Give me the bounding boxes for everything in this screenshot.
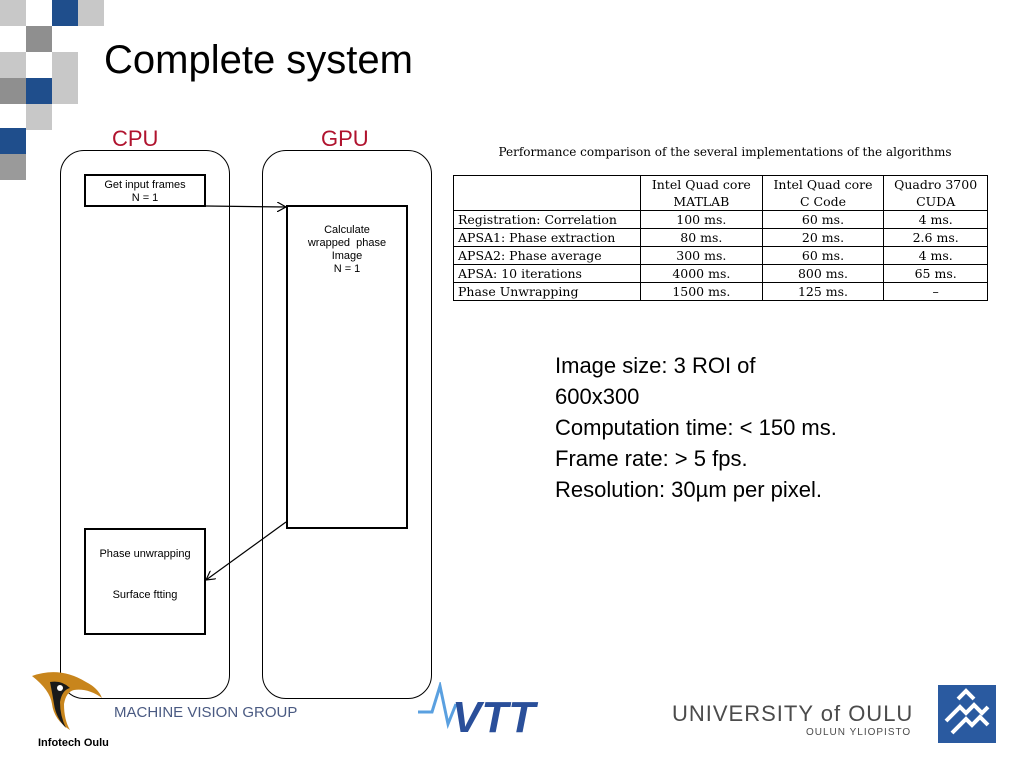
header-line: MATLAB (673, 194, 730, 209)
spec-line: 600x300 (555, 384, 640, 409)
get-input-n-label: N = 1 (131, 192, 159, 204)
table-cell: 80 ms. (640, 228, 763, 247)
calculate-n-label: N = 1 (333, 263, 361, 275)
phase-unwrapping-label: Phase unwrapping (99, 548, 191, 560)
spec-line: Computation time: < 150 ms. (555, 415, 837, 440)
phase-unwrapping-box: Phase unwrapping Surface ftting (84, 528, 206, 635)
cpu-column (60, 150, 230, 699)
table-cell: APSA2: Phase average (453, 246, 641, 265)
table-cell: 65 ms. (883, 264, 988, 283)
table-cell: 4000 ms. (640, 264, 763, 283)
header-line: CUDA (916, 194, 956, 209)
infotech-oulu-logo (32, 672, 102, 730)
header-line: Quadro 3700 (894, 177, 978, 192)
table-cell: 60 ms. (761, 246, 885, 265)
table-cell: 800 ms. (761, 264, 885, 283)
table-cell: 60 ms. (761, 210, 885, 229)
wrapped-phase-label: wrapped phase (307, 237, 387, 249)
header-line: Intel Quad core (651, 177, 751, 192)
calculate-label: Calculate (324, 224, 370, 236)
arrow-to-cpu (206, 521, 287, 580)
get-input-frames-box: Get input frames N = 1 (84, 174, 206, 207)
table-header-cuda: Quadro 3700 CUDA (883, 175, 988, 211)
table-row: Phase Unwrapping 1500 ms. 125 ms. – (453, 282, 988, 301)
table-cell: 20 ms. (761, 228, 885, 247)
university-emblem-icon (938, 685, 996, 743)
cpu-label: CPU (112, 126, 159, 151)
table-cell: 100 ms. (640, 210, 763, 229)
table-row: Registration: Correlation 100 ms. 60 ms.… (453, 210, 988, 229)
table-cell: 2.6 ms. (883, 228, 988, 247)
vtt-logo: VTT (418, 682, 538, 738)
table-cell: APSA: 10 iterations (453, 264, 641, 283)
table-header-empty (453, 175, 641, 211)
infotech-oulu-text: Infotech Oulu (38, 737, 109, 749)
spec-line: Image size: 3 ROI of (555, 353, 756, 378)
university-subtitle: OULUN YLIOPISTO (806, 727, 912, 738)
image-label: Image (331, 250, 363, 262)
table-cell: 125 ms. (761, 282, 885, 301)
table-header-matlab: Intel Quad core MATLAB (640, 175, 763, 211)
university-name: UNIVERSITY of OULU (672, 701, 914, 726)
slide-title: Complete system (104, 38, 413, 82)
performance-table: Intel Quad core MATLAB Intel Quad core C… (453, 175, 988, 301)
spec-line: Frame rate: > 5 fps. (555, 446, 748, 471)
vtt-logo-text: VTT (452, 693, 538, 738)
system-specs: Image size: 3 ROI of 600x300 Computation… (555, 350, 935, 505)
table-cell: 1500 ms. (640, 282, 763, 301)
table-caption: Performance comparison of the several im… (498, 145, 952, 159)
table-row: APSA1: Phase extraction 80 ms. 20 ms. 2.… (453, 228, 988, 247)
table-cell: Registration: Correlation (453, 210, 641, 229)
table-cell: 4 ms. (883, 246, 988, 265)
table-row: APSA2: Phase average 300 ms. 60 ms. 4 ms… (453, 246, 988, 265)
spec-line: Resolution: 30µm per pixel. (555, 477, 823, 502)
table-header-row: Intel Quad core MATLAB Intel Quad core C… (453, 175, 988, 211)
table-cell: 4 ms. (883, 210, 988, 229)
header-line: C Code (799, 194, 846, 209)
table-header-c-code: Intel Quad core C Code (761, 175, 885, 211)
gpu-label: GPU (321, 126, 369, 151)
table-cell: Phase Unwrapping (453, 282, 641, 301)
surface-fitting-label: Surface ftting (112, 589, 178, 601)
gpu-column (262, 150, 432, 699)
machine-vision-group-label: MACHINE VISION GROUP (114, 704, 298, 721)
get-input-label: Get input frames (104, 179, 186, 191)
arrow-to-gpu (205, 206, 286, 207)
table-row: APSA: 10 iterations 4000 ms. 800 ms. 65 … (453, 264, 988, 283)
table-cell: 300 ms. (640, 246, 763, 265)
header-line: Intel Quad core (773, 177, 873, 192)
table-cell: APSA1: Phase extraction (453, 228, 641, 247)
calculate-wrapped-phase-box: Calculate wrapped phase Image N = 1 (286, 205, 408, 529)
table-cell: – (883, 282, 988, 301)
